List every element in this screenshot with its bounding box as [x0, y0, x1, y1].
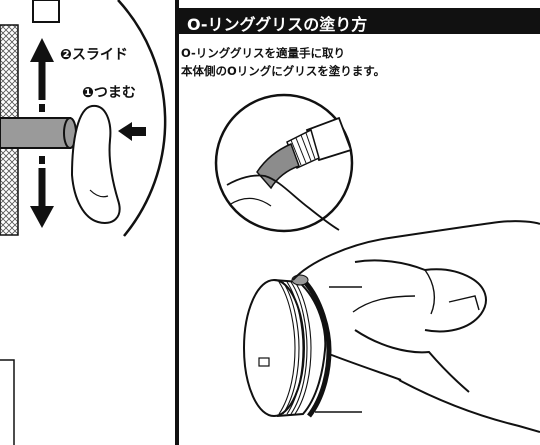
- section-title: O-リンググリスの塗り方: [187, 15, 368, 34]
- grease-tube-on-finger: [226, 116, 353, 231]
- instruction-line-1: O-リンググリスを適量手に取り: [181, 46, 346, 60]
- instruction-line-2: 本体側のOリングにグリスを塗ります。: [181, 64, 386, 78]
- left-illustration-panel: ❷スライド ❶つまむ: [0, 0, 175, 445]
- bottom-box: [0, 359, 15, 445]
- slide-pinch-illustration: [0, 0, 167, 445]
- grease-instructions-panel: O-リンググリスの塗り方 O-リンググリスを適量手に取り 本体側のOリングにグリ…: [179, 0, 540, 445]
- panel-divider: [175, 0, 179, 445]
- section-header: O-リンググリスの塗り方: [179, 8, 540, 34]
- finger: [70, 104, 121, 224]
- instruction-text: O-リンググリスを適量手に取り 本体側のOリングにグリスを塗ります。: [181, 44, 521, 80]
- grease-application-illustration: [214, 93, 540, 433]
- hand-and-oring: [243, 220, 540, 433]
- top-box: [32, 0, 60, 23]
- step1-pinch-label: ❶つまむ: [82, 85, 136, 101]
- pull-tab: [0, 117, 71, 149]
- left-arrow: [118, 122, 146, 141]
- step2-slide-label: ❷スライド: [60, 47, 128, 63]
- magnify-circle-edge: [117, 0, 167, 237]
